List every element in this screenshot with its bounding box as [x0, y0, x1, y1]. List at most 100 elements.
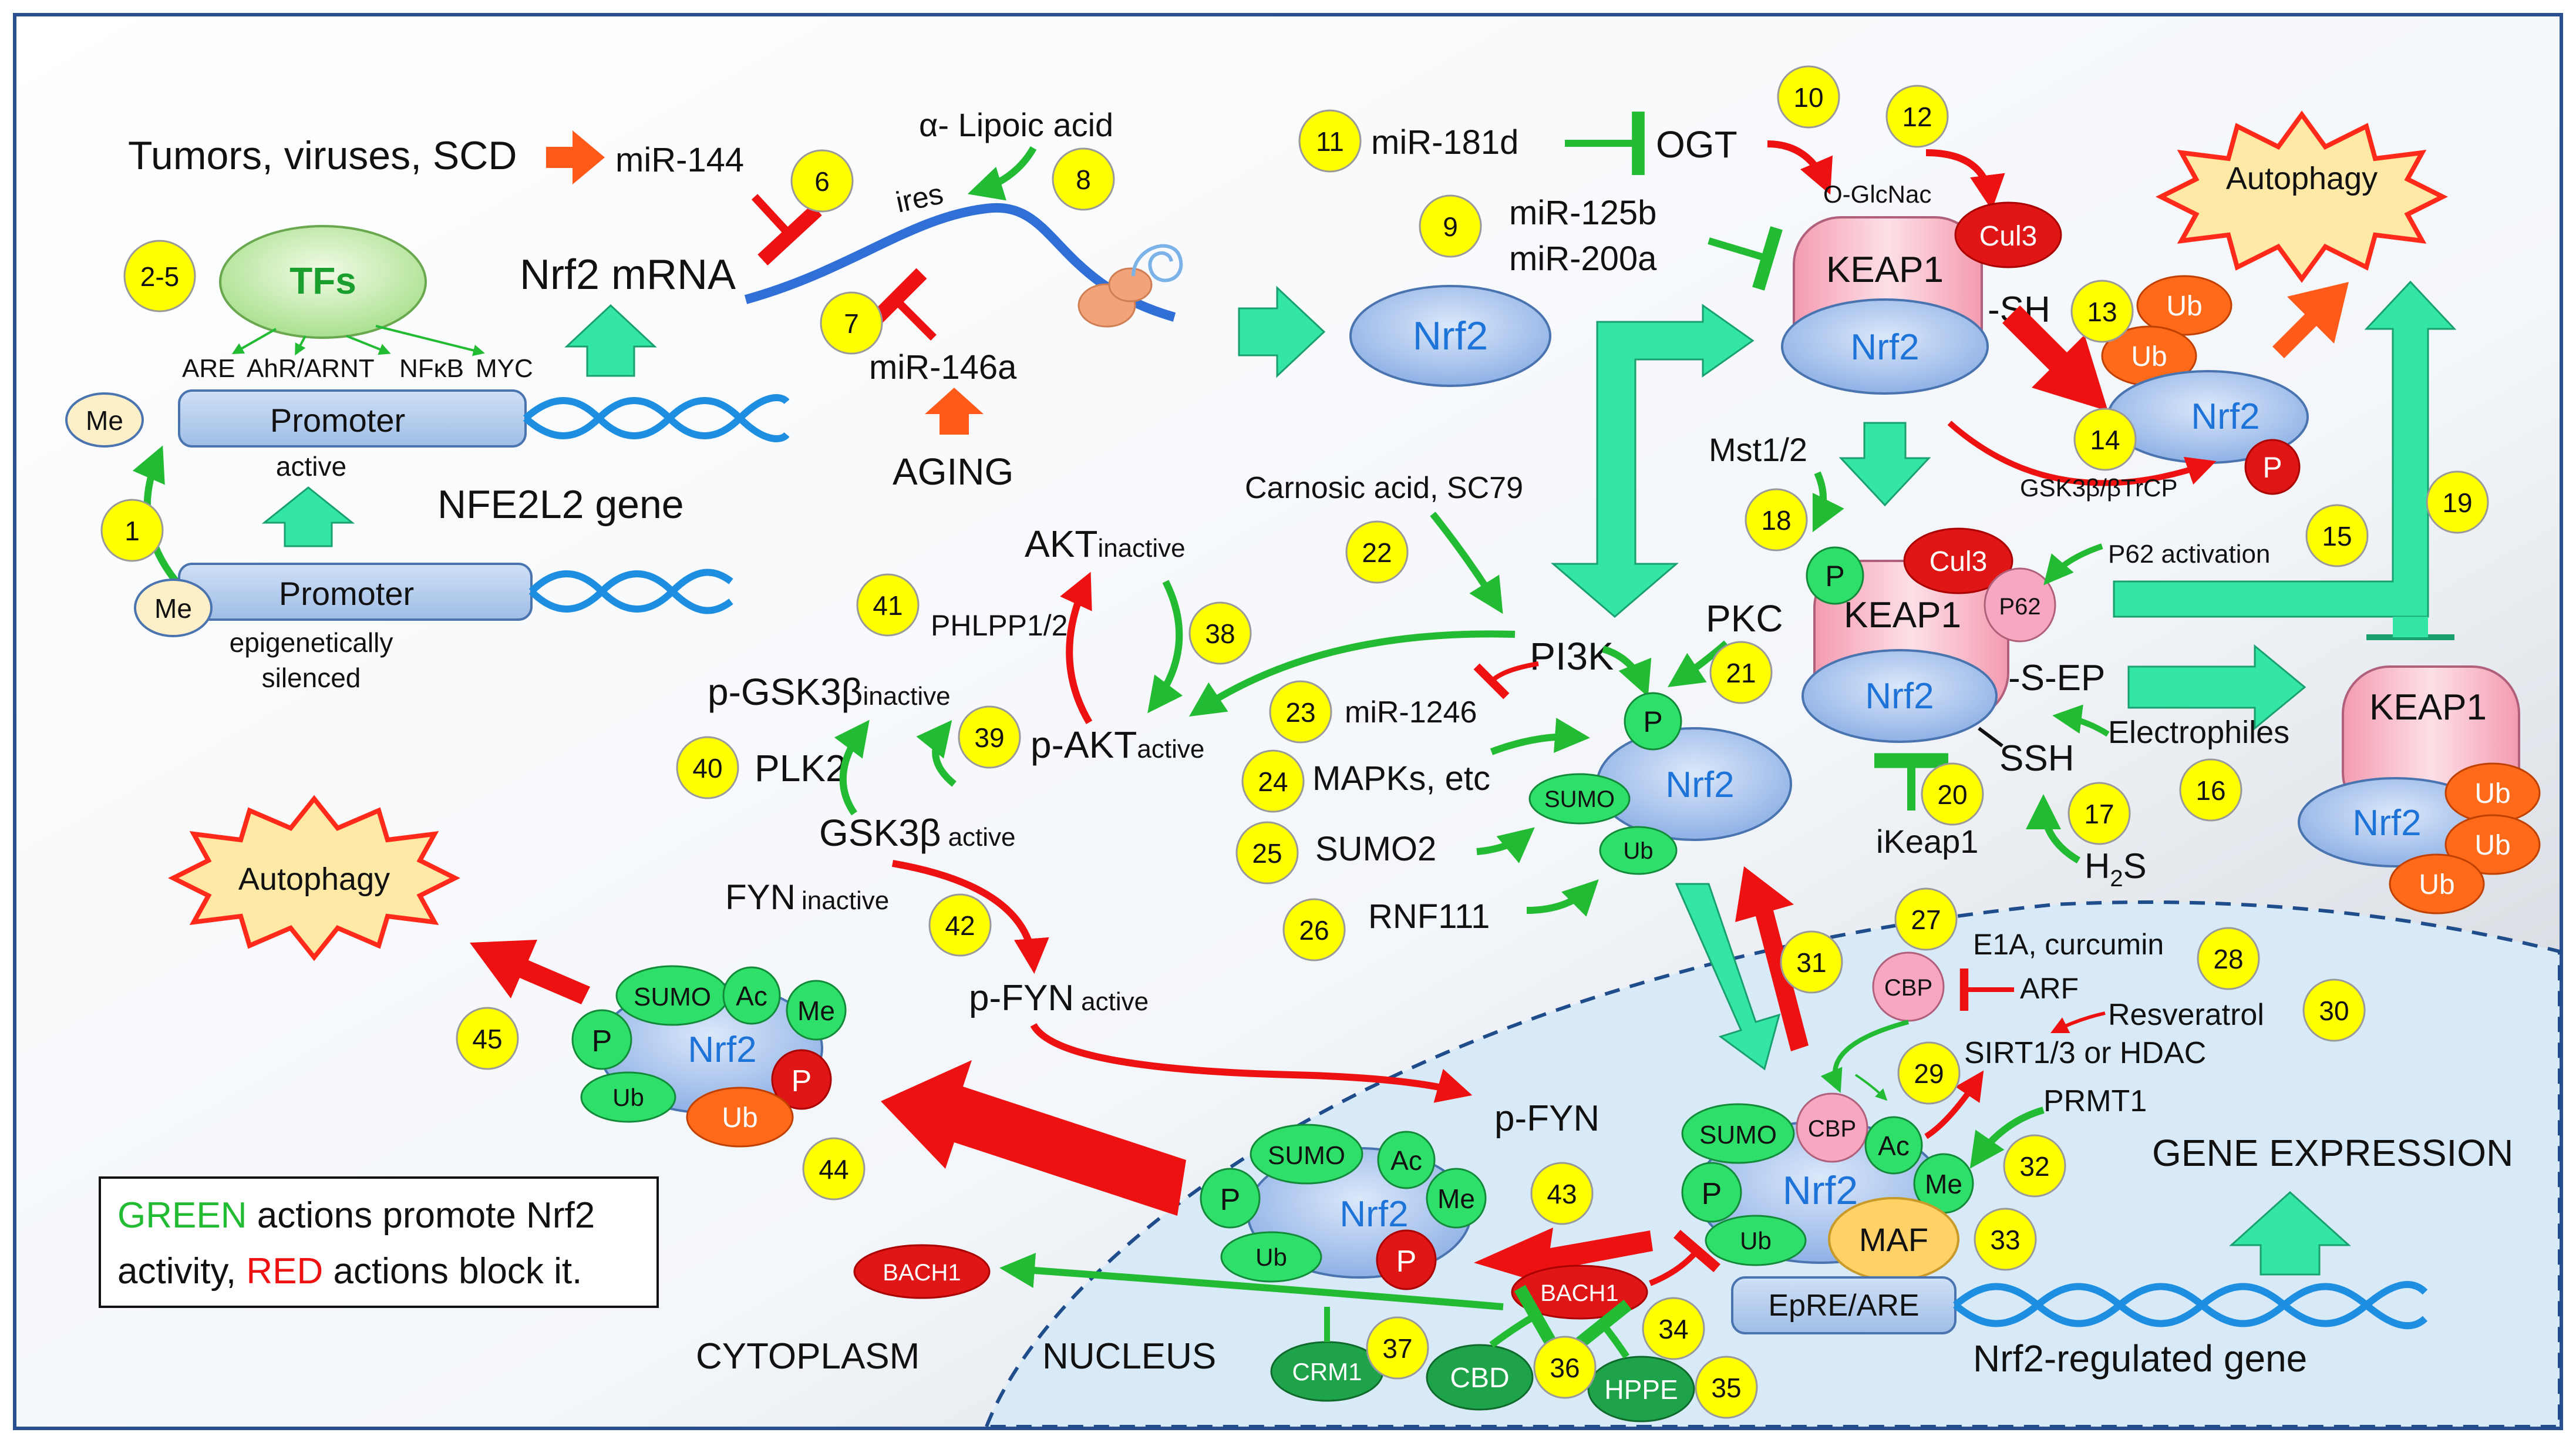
cytoplasm-label: CYTOPLASM: [696, 1336, 920, 1377]
ac-cyto-label: Ac: [736, 981, 767, 1011]
pgsk-inactive-label: p-GSK3βinactive: [708, 671, 951, 713]
ub-right-2: [2444, 814, 2541, 875]
oglcnac-label: O-GlcNac: [1823, 180, 1931, 208]
legend-line2-start: activity,: [117, 1251, 246, 1292]
badge-14: 14: [2073, 408, 2137, 471]
badge-17: 17: [2067, 782, 2131, 845]
e1a-label: E1A, curcumin: [1973, 928, 2164, 961]
cul3-mid: [1903, 527, 2013, 594]
badge-37: 37: [1366, 1316, 1429, 1380]
gsk-to-fyn-arrow: [891, 860, 1049, 974]
bach1-exported-label: BACH1: [883, 1260, 961, 1286]
badge-15: 15: [2305, 504, 2369, 567]
badge-43: 43: [1530, 1162, 1594, 1225]
bach1-export-arrow: [999, 1253, 1504, 1310]
mir1246-label: miR-1246: [1345, 695, 1477, 729]
nrf2-mrna-strand: [744, 203, 1176, 322]
methyl-bound-label: Me: [154, 593, 192, 624]
nrf2-degraded-label: Nrf2: [2191, 396, 2260, 437]
badge-43-label: 43: [1547, 1179, 1577, 1209]
ahr-label: AhR/ARNT: [247, 354, 375, 383]
badge-41: 41: [856, 573, 920, 637]
legend-line2-rest: actions block it.: [323, 1251, 582, 1292]
badge-29: 29: [1897, 1041, 1961, 1105]
phlpp-arrow: [1060, 571, 1093, 725]
badge-18-label: 18: [1761, 505, 1791, 536]
phospho-nuc-left-green-label: P: [1220, 1183, 1241, 1217]
to-autophagy-arrow-top: [2272, 282, 2349, 358]
nrf2-mid-label: Nrf2: [1865, 676, 1934, 717]
cbd-label: CBD: [1450, 1363, 1509, 1394]
aging-label: AGING: [893, 450, 1013, 493]
p62act-label: P62 activation: [2108, 540, 2270, 569]
phospho-keap1-label: P: [1825, 560, 1844, 593]
badge-13-label: 13: [2087, 297, 2117, 327]
badge-45: 45: [456, 1007, 519, 1070]
badge-10-label: 10: [1793, 82, 1823, 113]
lipoic-label: α- Lipoic acid: [919, 106, 1113, 143]
phospho-nuc-main-label: P: [1702, 1177, 1722, 1211]
badge-22-label: 22: [1362, 537, 1392, 568]
badge-11-label: 11: [1316, 126, 1344, 157]
badge-28: 28: [2197, 927, 2260, 990]
sumo-mid-label: SUMO: [1544, 786, 1615, 812]
badge-36-label: 36: [1550, 1353, 1580, 1383]
ub-right-1-label: Ub: [2474, 778, 2510, 809]
badge-8-label: 8: [1076, 164, 1091, 195]
badge-34: 34: [1642, 1297, 1705, 1360]
nrf2-nuc-main-label: Nrf2: [1783, 1168, 1858, 1213]
pi3k-to-akt-arrow: [1189, 630, 1516, 717]
akt-inactive-sub: inactive: [1097, 534, 1185, 563]
badge-6-label: 6: [814, 166, 830, 197]
h2s-sub: 2: [2110, 866, 2123, 892]
p62-bound-label: P62: [1999, 594, 2040, 620]
ub-right-3-label: Ub: [2419, 869, 2454, 900]
epigenetically-label: epigenetically: [230, 627, 393, 658]
resveratrol-label: Resveratrol: [2108, 998, 2264, 1032]
p62-activation-arrow: [2043, 543, 2103, 586]
ubiquitination-arrow: [2002, 305, 2108, 411]
plk2-label: PLK2: [755, 747, 847, 789]
badge-10: 10: [1777, 65, 1840, 129]
cul3-top-label: Cul3: [1979, 221, 2038, 252]
me-nuc-left: [1426, 1168, 1487, 1229]
badge-26-label: 26: [1299, 915, 1329, 946]
h2s-label: H2S: [2085, 846, 2147, 892]
cbp-nuc-main-label: CBP: [1808, 1116, 1856, 1142]
rnf111-arrow: [1526, 879, 1599, 917]
autophagy-star-top: [2156, 110, 2448, 283]
phospho-nuc-main: [1681, 1162, 1742, 1223]
bach1-nuclear-label: BACH1: [1540, 1280, 1618, 1306]
silenced-label: silenced: [262, 663, 361, 693]
tumors-arrow: [546, 130, 605, 184]
legend-line2: activity, RED actions block it.: [117, 1251, 582, 1292]
cbd-inhibit: [1489, 1284, 1557, 1348]
badge-38: 38: [1188, 601, 1252, 665]
dna-helix-silenced: [528, 569, 733, 614]
sumo-nuc-main-label: SUMO: [1699, 1121, 1777, 1149]
nrf2-top-bound: [1781, 298, 1989, 395]
p62-bound: [1984, 567, 2056, 643]
phospho-keap1: [1806, 546, 1864, 605]
badge-39: 39: [958, 705, 1021, 769]
cul3-mid-label: Cul3: [1930, 546, 1988, 577]
gsk-trcp-label: GSK3β/βTrCP: [2020, 474, 2177, 502]
phlpp-label: PHLPP1/2: [931, 609, 1068, 642]
badge-19: 19: [2426, 470, 2489, 534]
badge-8: 8: [1052, 147, 1115, 211]
nrf2-free-label: Nrf2: [1413, 314, 1488, 358]
badge-9: 9: [1419, 194, 1482, 258]
badge-37-label: 37: [1382, 1333, 1412, 1364]
nfe2l2-gene-label: NFE2L2 gene: [437, 482, 684, 527]
plk2-arrow: [834, 719, 870, 816]
nrf2-cyto-label: Nrf2: [688, 1030, 756, 1070]
phospho-cyto-red-label: P: [792, 1064, 812, 1098]
gene-expression-arrow: [2229, 1191, 2351, 1276]
ssh-label: SSH: [1999, 738, 2074, 779]
h2s-s: S: [2123, 846, 2147, 886]
badge-13: 13: [2070, 280, 2134, 343]
cbd-protein: [1426, 1344, 1534, 1411]
methyl-released: [65, 392, 144, 448]
